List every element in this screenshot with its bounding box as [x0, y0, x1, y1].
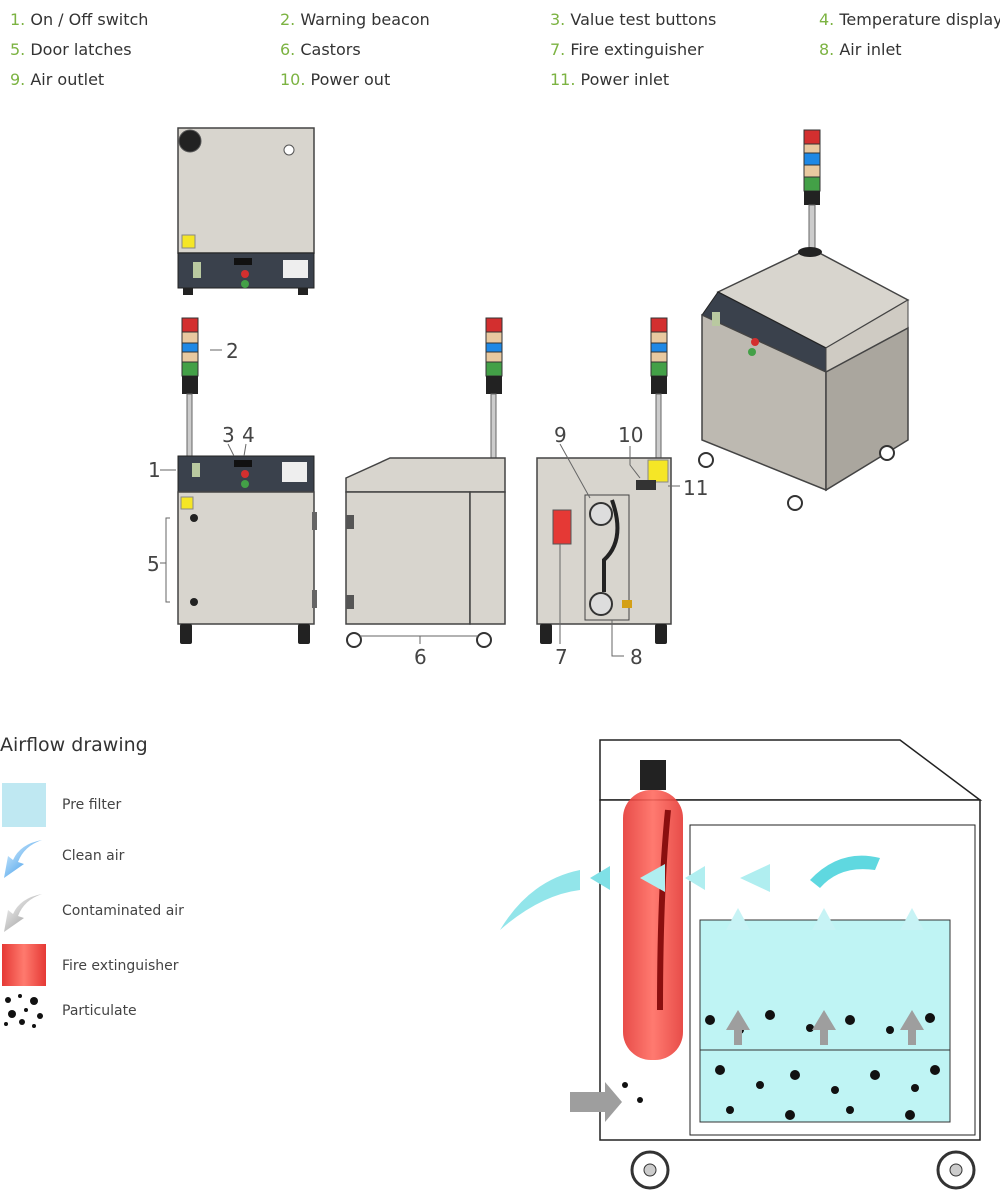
key-row-particulate: Particulate: [0, 992, 240, 1036]
callout-11: 11: [683, 476, 709, 500]
legend-item-fire-extinguisher: 7. Fire extinguisher: [550, 40, 704, 59]
isometric-view: [698, 129, 910, 511]
legend-item-power-inlet: 11. Power inlet: [550, 70, 670, 89]
callout-10: 10: [618, 423, 644, 447]
particulate-icon: [4, 994, 43, 1028]
key-row-pre-filter: Pre filter: [0, 783, 240, 827]
callout-3: 3: [222, 423, 235, 447]
callout-4: 4: [242, 423, 255, 447]
key-row-clean-air: Clean air: [0, 836, 240, 880]
legend-item-castors: 6. Castors: [280, 40, 361, 59]
legend-item-air-outlet: 9. Air outlet: [10, 70, 105, 89]
airflow-section-title: Airflow drawing: [0, 734, 148, 756]
clean-air-arrow-icon: [4, 840, 42, 878]
callout-7: 7: [555, 645, 568, 669]
legend-item-door-latches: 5. Door latches: [10, 40, 132, 59]
contaminated-air-arrow-icon: [4, 894, 42, 932]
fire-extinguisher-swatch: [2, 944, 46, 986]
key-row-fire-extinguisher: Fire extinguisher: [0, 944, 240, 988]
key-row-contaminated-air: Contaminated air: [0, 890, 240, 934]
legend-item-air-inlet: 8. Air inlet: [819, 40, 902, 59]
callout-2: 2: [226, 339, 239, 363]
pre-filter-swatch: [2, 783, 46, 827]
callout-8: 8: [630, 645, 643, 669]
legend-item-warning-beacon: 2. Warning beacon: [280, 10, 430, 29]
callout-5: 5: [147, 552, 160, 576]
legend-item-value-test-buttons: 3. Value test buttons: [550, 10, 717, 29]
top-view: [177, 127, 315, 295]
legend-item-on-off-switch: 1. On / Off switch: [10, 10, 149, 29]
callout-9: 9: [554, 423, 567, 447]
front-view: [160, 317, 317, 644]
rear-view: [536, 317, 680, 657]
warning-label: [181, 234, 196, 249]
legend-item-temperature-display: 4. Temperature display: [819, 10, 1000, 29]
side-view: [345, 317, 506, 648]
machine-views-drawing: [160, 127, 910, 657]
callout-1: 1: [148, 458, 161, 482]
callout-6: 6: [414, 645, 427, 669]
airflow-cross-section-drawing: [500, 739, 983, 1190]
legend-item-power-out: 10. Power out: [280, 70, 391, 89]
